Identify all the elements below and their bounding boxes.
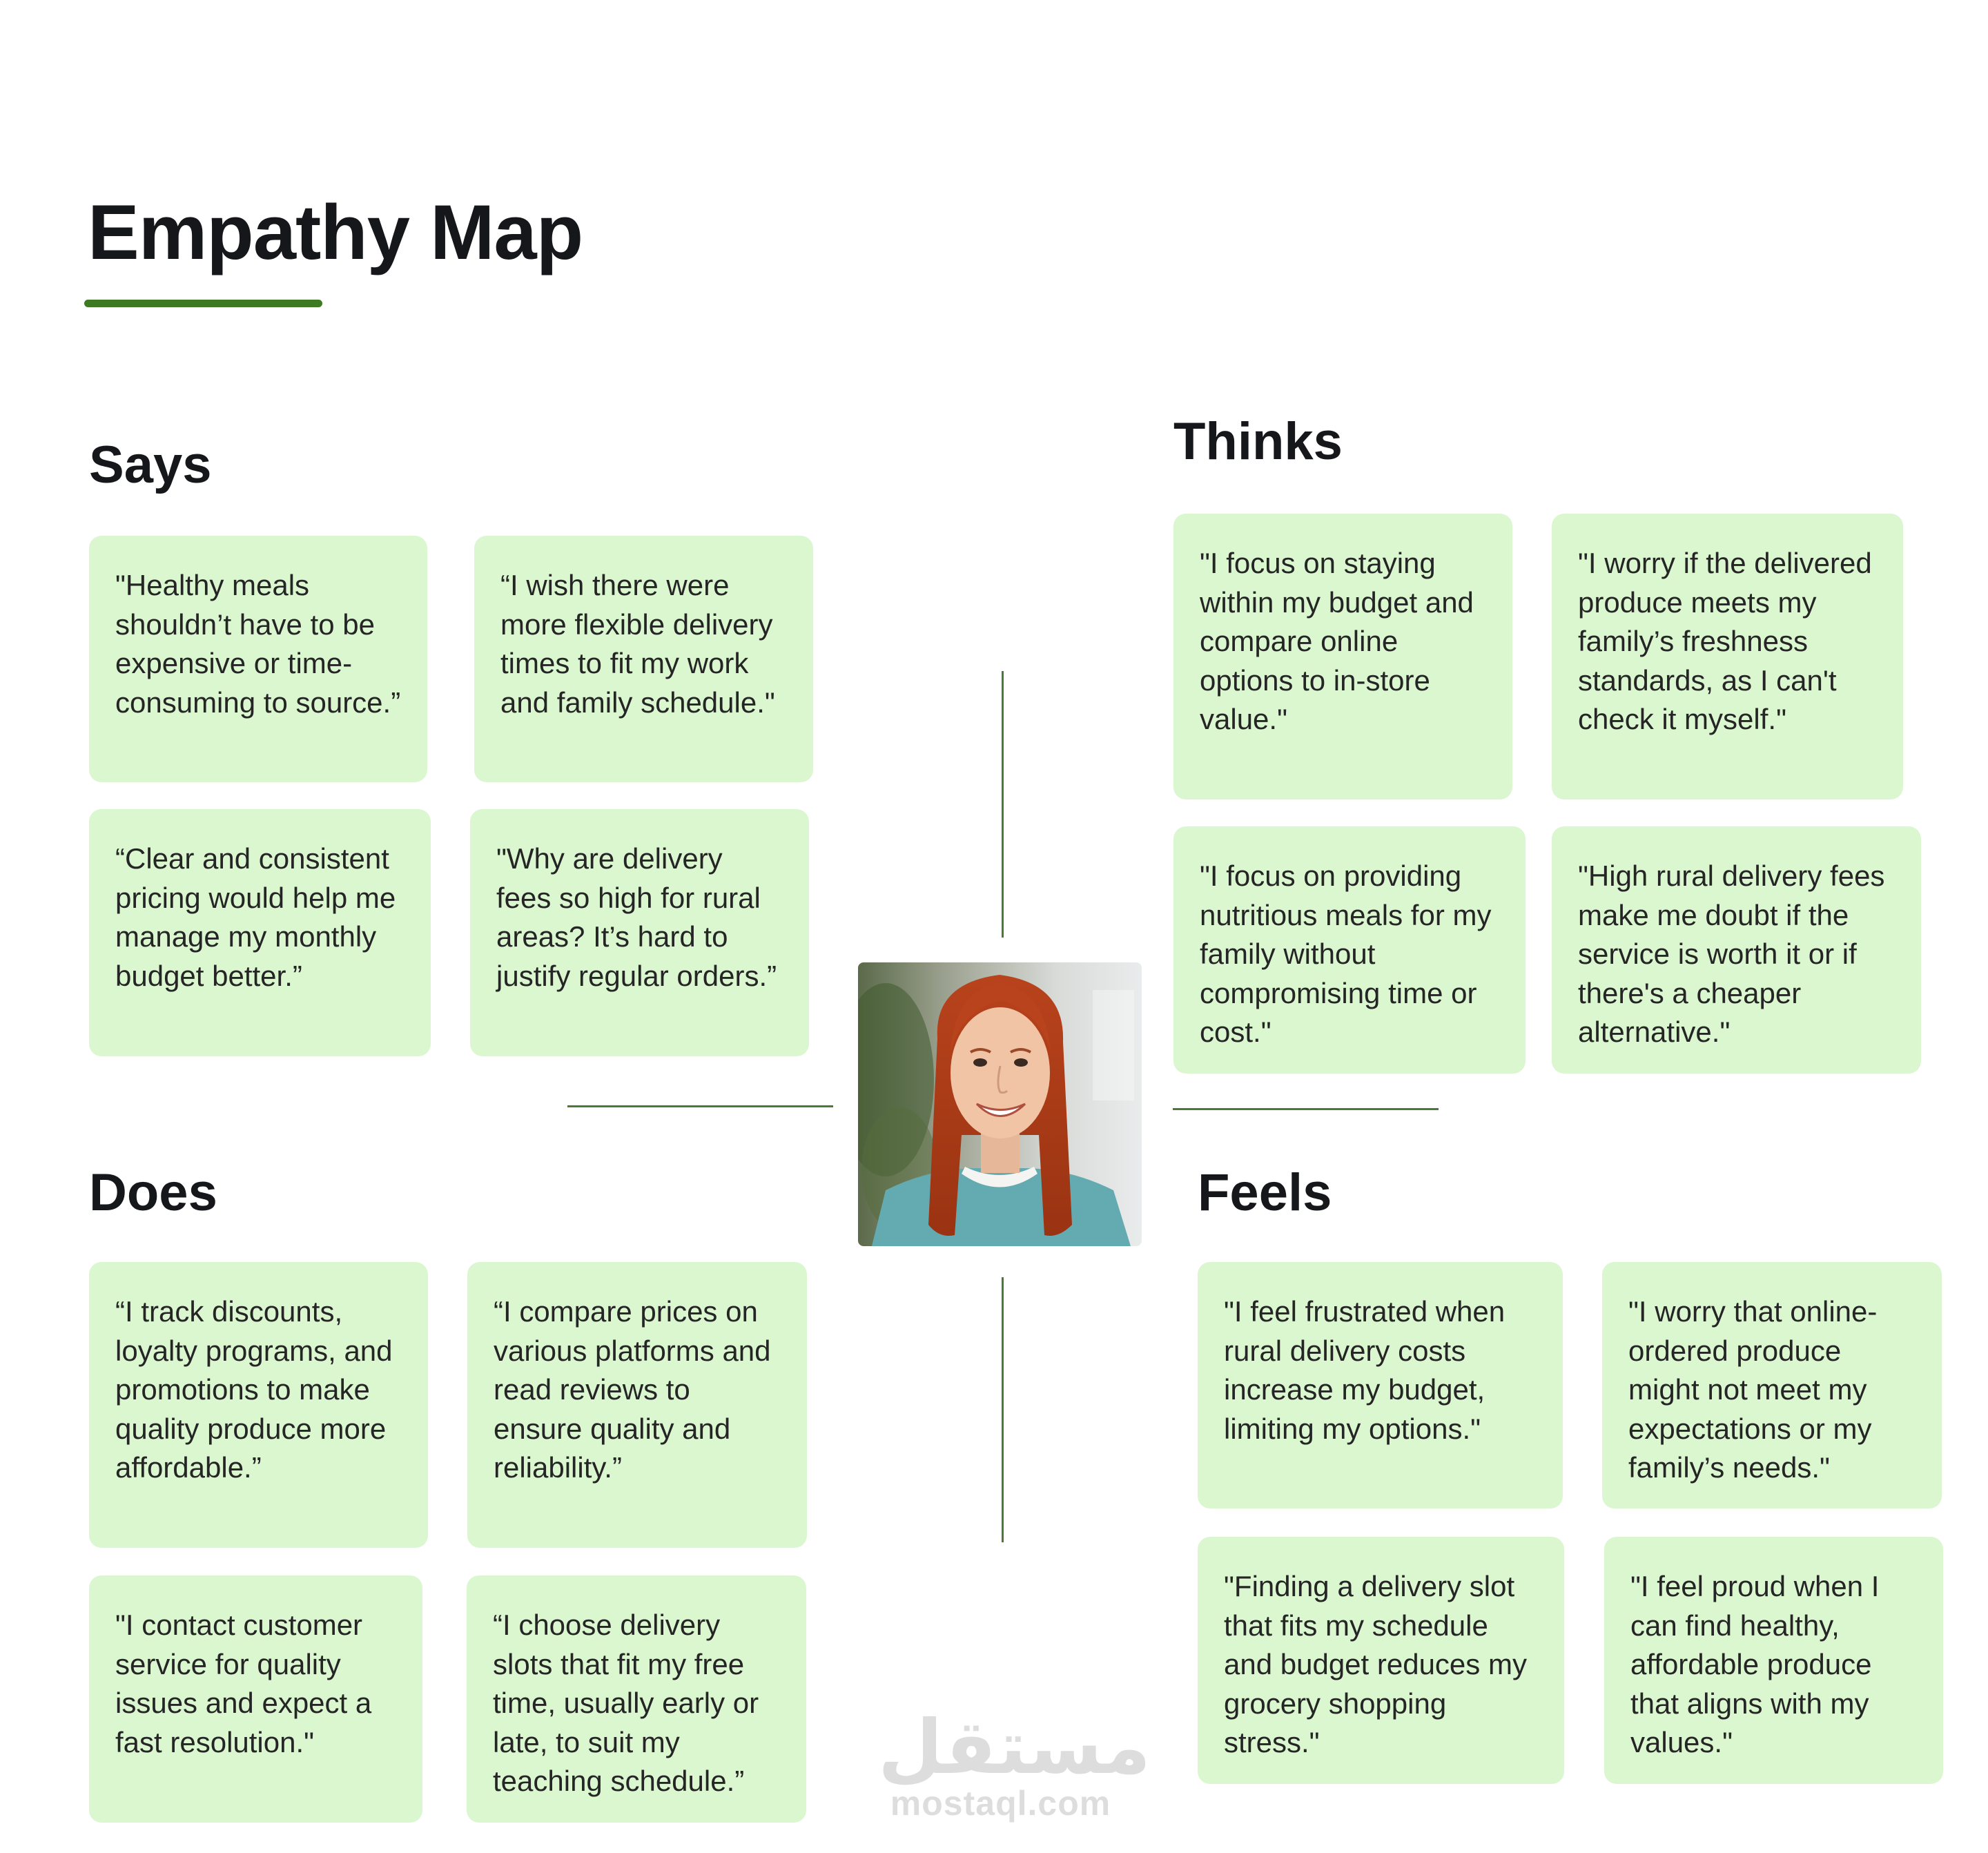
divider-left — [567, 1105, 833, 1107]
thinks-card-1-text: "I focus on staying within my budget and… — [1200, 547, 1474, 735]
divider-bottom — [1002, 1277, 1004, 1542]
thinks-card-1: "I focus on staying within my budget and… — [1173, 514, 1512, 799]
says-card-4-text: "Why are delivery fees so high for rural… — [496, 842, 777, 992]
feels-card-4: "I feel proud when I can find healthy, a… — [1604, 1537, 1943, 1784]
says-card-1-text: "Healthy meals shouldn’t have to be expe… — [115, 569, 401, 719]
thinks-card-3-text: "I focus on providing nutritious meals f… — [1200, 860, 1492, 1048]
does-card-2-text: “I compare prices on various platforms a… — [494, 1295, 771, 1484]
does-card-4-text: “I choose delivery slots that fit my fre… — [493, 1609, 759, 1797]
watermark: مستقل mostaql.com — [878, 1705, 1151, 1824]
watermark-latin: mostaql.com — [890, 1784, 1111, 1823]
title-underline — [84, 300, 322, 307]
does-card-2: “I compare prices on various platforms a… — [467, 1262, 807, 1548]
does-card-3-text: "I contact customer service for quality … — [115, 1609, 372, 1758]
does-card-1: “I track discounts, loyalty programs, an… — [89, 1262, 428, 1548]
does-card-4: “I choose delivery slots that fit my fre… — [467, 1575, 806, 1823]
thinks-card-4: "High rural delivery fees make me doubt … — [1552, 826, 1921, 1074]
feels-card-4-text: "I feel proud when I can find healthy, a… — [1630, 1570, 1880, 1758]
thinks-card-3: "I focus on providing nutritious meals f… — [1173, 826, 1526, 1074]
does-title: Does — [89, 1163, 217, 1222]
says-card-3: “Clear and consistent pricing would help… — [89, 809, 431, 1056]
watermark-arabic: مستقل — [878, 1705, 1151, 1791]
feels-card-2: "I worry that online-ordered produce mig… — [1602, 1262, 1942, 1508]
feels-card-3: "Finding a delivery slot that fits my sc… — [1198, 1537, 1564, 1784]
does-card-3: "I contact customer service for quality … — [89, 1575, 422, 1823]
feels-card-2-text: "I worry that online-ordered produce mig… — [1628, 1295, 1878, 1484]
does-card-1-text: “I track discounts, loyalty programs, an… — [115, 1295, 393, 1484]
feels-card-1-text: "I feel frustrated when rural delivery c… — [1224, 1295, 1505, 1445]
thinks-card-2: "I worry if the delivered produce meets … — [1552, 514, 1903, 799]
thinks-card-4-text: "High rural delivery fees make me doubt … — [1578, 860, 1885, 1048]
says-title: Says — [89, 436, 212, 494]
feels-card-3-text: "Finding a delivery slot that fits my sc… — [1224, 1570, 1527, 1758]
says-card-2-text: “I wish there were more flexible deliver… — [500, 569, 775, 719]
says-card-4: "Why are delivery fees so high for rural… — [470, 809, 809, 1056]
persona-avatar — [858, 962, 1142, 1246]
page-title: Empathy Map — [88, 189, 583, 275]
thinks-card-2-text: "I worry if the delivered produce meets … — [1578, 547, 1872, 735]
divider-top — [1002, 671, 1004, 938]
divider-right — [1173, 1108, 1439, 1110]
says-card-2: “I wish there were more flexible deliver… — [474, 536, 813, 782]
feels-card-1: "I feel frustrated when rural delivery c… — [1198, 1262, 1563, 1508]
feels-title: Feels — [1198, 1163, 1332, 1222]
says-card-1: "Healthy meals shouldn’t have to be expe… — [89, 536, 427, 782]
thinks-title: Thinks — [1173, 412, 1343, 471]
says-card-3-text: “Clear and consistent pricing would help… — [115, 842, 396, 992]
